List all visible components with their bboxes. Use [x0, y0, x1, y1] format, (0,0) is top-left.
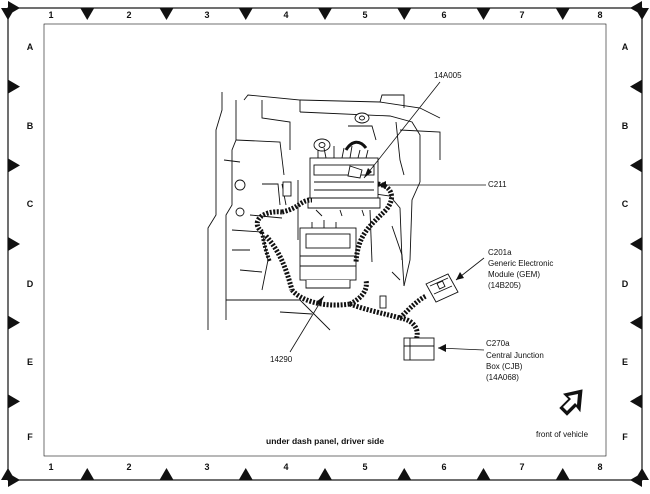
callout-14a005: 14A005: [434, 71, 462, 80]
grid-tick: [159, 8, 174, 20]
leader-lines: [289, 81, 486, 353]
callout-cjb-line3: (14A068): [486, 373, 519, 382]
grid-col-top: 8: [597, 10, 603, 20]
callout-14290: 14290: [270, 355, 293, 364]
grid-tick: [238, 8, 253, 20]
inner-frame: [43, 23, 607, 457]
grid-tick: [238, 468, 253, 480]
grid-tick: [159, 468, 174, 480]
grid-tick: [8, 394, 20, 409]
grid-row-right: C: [621, 199, 629, 209]
callout-c270a: C270a: [486, 339, 510, 348]
callout-gem-line1: Generic Electronic: [488, 259, 554, 268]
grid-tick: [476, 8, 491, 20]
front-of-vehicle-arrow-icon: [559, 389, 583, 416]
grid-col-top: 3: [204, 10, 210, 20]
grid-tick: [397, 468, 412, 480]
grid-tick: [555, 468, 570, 480]
grid-tick: [8, 237, 20, 251]
grid-row-right: F: [622, 432, 628, 442]
grid-row-left: F: [27, 432, 33, 442]
mounting-bolts: [282, 112, 387, 309]
grid-row-left: E: [26, 357, 33, 367]
grid-row-right: E: [621, 357, 628, 367]
grid-tick: [630, 237, 642, 251]
grid-tick: [630, 79, 642, 94]
grid-col-top: 6: [441, 10, 447, 20]
grid-tick: [630, 158, 642, 173]
grid-col-bottom: 6: [441, 462, 447, 472]
grid-tick: [630, 1, 642, 15]
callout-c211: C211: [488, 180, 507, 189]
grid-tick: [8, 315, 20, 330]
grid-col-bottom: 2: [126, 462, 132, 472]
grid-tick: [318, 468, 332, 480]
grid-tick: [8, 1, 20, 15]
grid-tick: [630, 394, 642, 409]
wiring-harness: [254, 140, 428, 341]
grid-col-top: 5: [362, 10, 368, 20]
grid-tick: [397, 8, 412, 20]
front-of-vehicle-label: front of vehicle: [536, 430, 589, 439]
grid-row-left: B: [26, 121, 34, 131]
grid-row-left: D: [26, 279, 34, 289]
grid-tick: [8, 473, 20, 487]
c270a-connector: [403, 337, 435, 361]
grid-row-right: A: [621, 42, 629, 52]
grid-tick: [8, 79, 20, 94]
callout-gem-line3: (14B205): [488, 281, 521, 290]
grid-tick: [80, 8, 95, 20]
leader-arrowheads: [316, 168, 464, 352]
grid-tick: [555, 8, 570, 20]
grid-tick: [630, 473, 642, 487]
grid-col-bottom: 8: [597, 462, 603, 472]
grid-row-left: C: [26, 199, 34, 209]
grid-tick: [630, 315, 642, 330]
callout-cjb-line1: Central Junction: [486, 351, 544, 360]
grid-col-top: 1: [48, 10, 54, 20]
grid-col-bottom: 5: [362, 462, 368, 472]
grid-col-top: 7: [519, 10, 525, 20]
callout-cjb-line2: Box (CJB): [486, 362, 523, 371]
diagram-caption: under dash panel, driver side: [266, 436, 385, 446]
dash-panel-structure: [207, 92, 441, 331]
c211-connector: [307, 145, 381, 217]
c201a-connector: [425, 273, 459, 303]
grid-row-right: B: [621, 121, 629, 131]
grid-col-top: 4: [283, 10, 289, 20]
grid-col-bottom: 1: [48, 462, 54, 472]
grid-col-bottom: 7: [519, 462, 525, 472]
grid-row-right: D: [621, 279, 629, 289]
grid-col-top: 2: [126, 10, 132, 20]
grid-tick: [8, 158, 20, 173]
grid-col-bottom: 3: [204, 462, 210, 472]
grid-row-left: A: [26, 42, 34, 52]
grid-tick: [476, 468, 491, 480]
grid-tick: [318, 8, 332, 20]
callout-c201a: C201a: [488, 248, 512, 257]
grid-tick: [80, 468, 95, 480]
lower-connector-block: [299, 220, 357, 289]
callout-gem-line2: Module (GEM): [488, 270, 541, 279]
grid-col-bottom: 4: [283, 462, 289, 472]
